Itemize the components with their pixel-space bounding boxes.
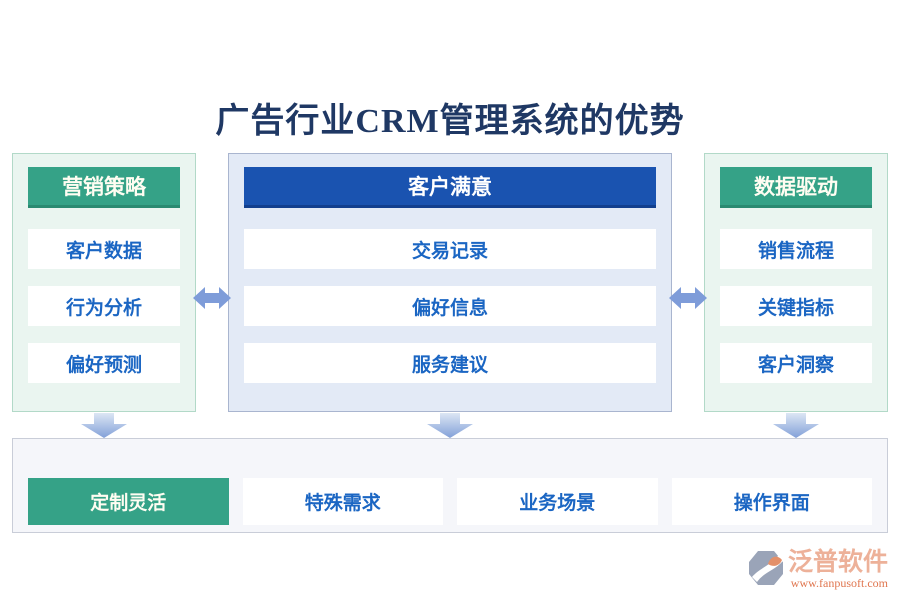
column-header: 客户满意 <box>244 167 656 208</box>
fanpu-logo-icon <box>748 551 783 585</box>
bottom-box-operation-ui: 操作界面 <box>671 478 872 525</box>
list-item: 偏好信息 <box>244 286 656 326</box>
brand-name: 泛普软件 <box>787 549 888 576</box>
list-item: 交易记录 <box>244 229 656 269</box>
brand-website: www.fanpusoft.com <box>790 576 888 590</box>
list-item: 关键指标 <box>720 286 872 326</box>
list-item: 行为分析 <box>28 286 180 326</box>
list-item: 客户数据 <box>28 229 180 269</box>
list-item: 服务建议 <box>244 343 656 383</box>
bottom-feature-row: 定制灵活 特殊需求 业务场景 操作界面 <box>12 438 888 533</box>
bottom-box-business-scenario: 业务场景 <box>457 478 658 525</box>
column-header: 数据驱动 <box>720 167 872 208</box>
brand-footer: 泛普软件 www.fanpusoft.com <box>748 550 888 590</box>
down-arrow-icon <box>773 413 819 438</box>
page-title: 广告行业CRM管理系统的优势 <box>215 103 685 140</box>
column-marketing-strategy: 营销策略 客户数据 行为分析 偏好预测 <box>12 153 196 412</box>
left-right-arrow-icon <box>193 287 231 309</box>
column-header: 营销策略 <box>28 167 180 208</box>
bottom-box-special-needs: 特殊需求 <box>242 478 443 525</box>
list-item: 偏好预测 <box>28 343 180 383</box>
bottom-box-custom-flexible: 定制灵活 <box>28 478 229 525</box>
column-data-driven: 数据驱动 销售流程 关键指标 客户洞察 <box>704 153 888 412</box>
down-arrow-icon <box>427 413 473 438</box>
left-right-arrow-icon <box>669 287 707 309</box>
list-item: 销售流程 <box>720 229 872 269</box>
column-customer-satisfaction: 客户满意 交易记录 偏好信息 服务建议 <box>228 153 672 412</box>
list-item: 客户洞察 <box>720 343 872 383</box>
down-arrow-icon <box>81 413 127 438</box>
